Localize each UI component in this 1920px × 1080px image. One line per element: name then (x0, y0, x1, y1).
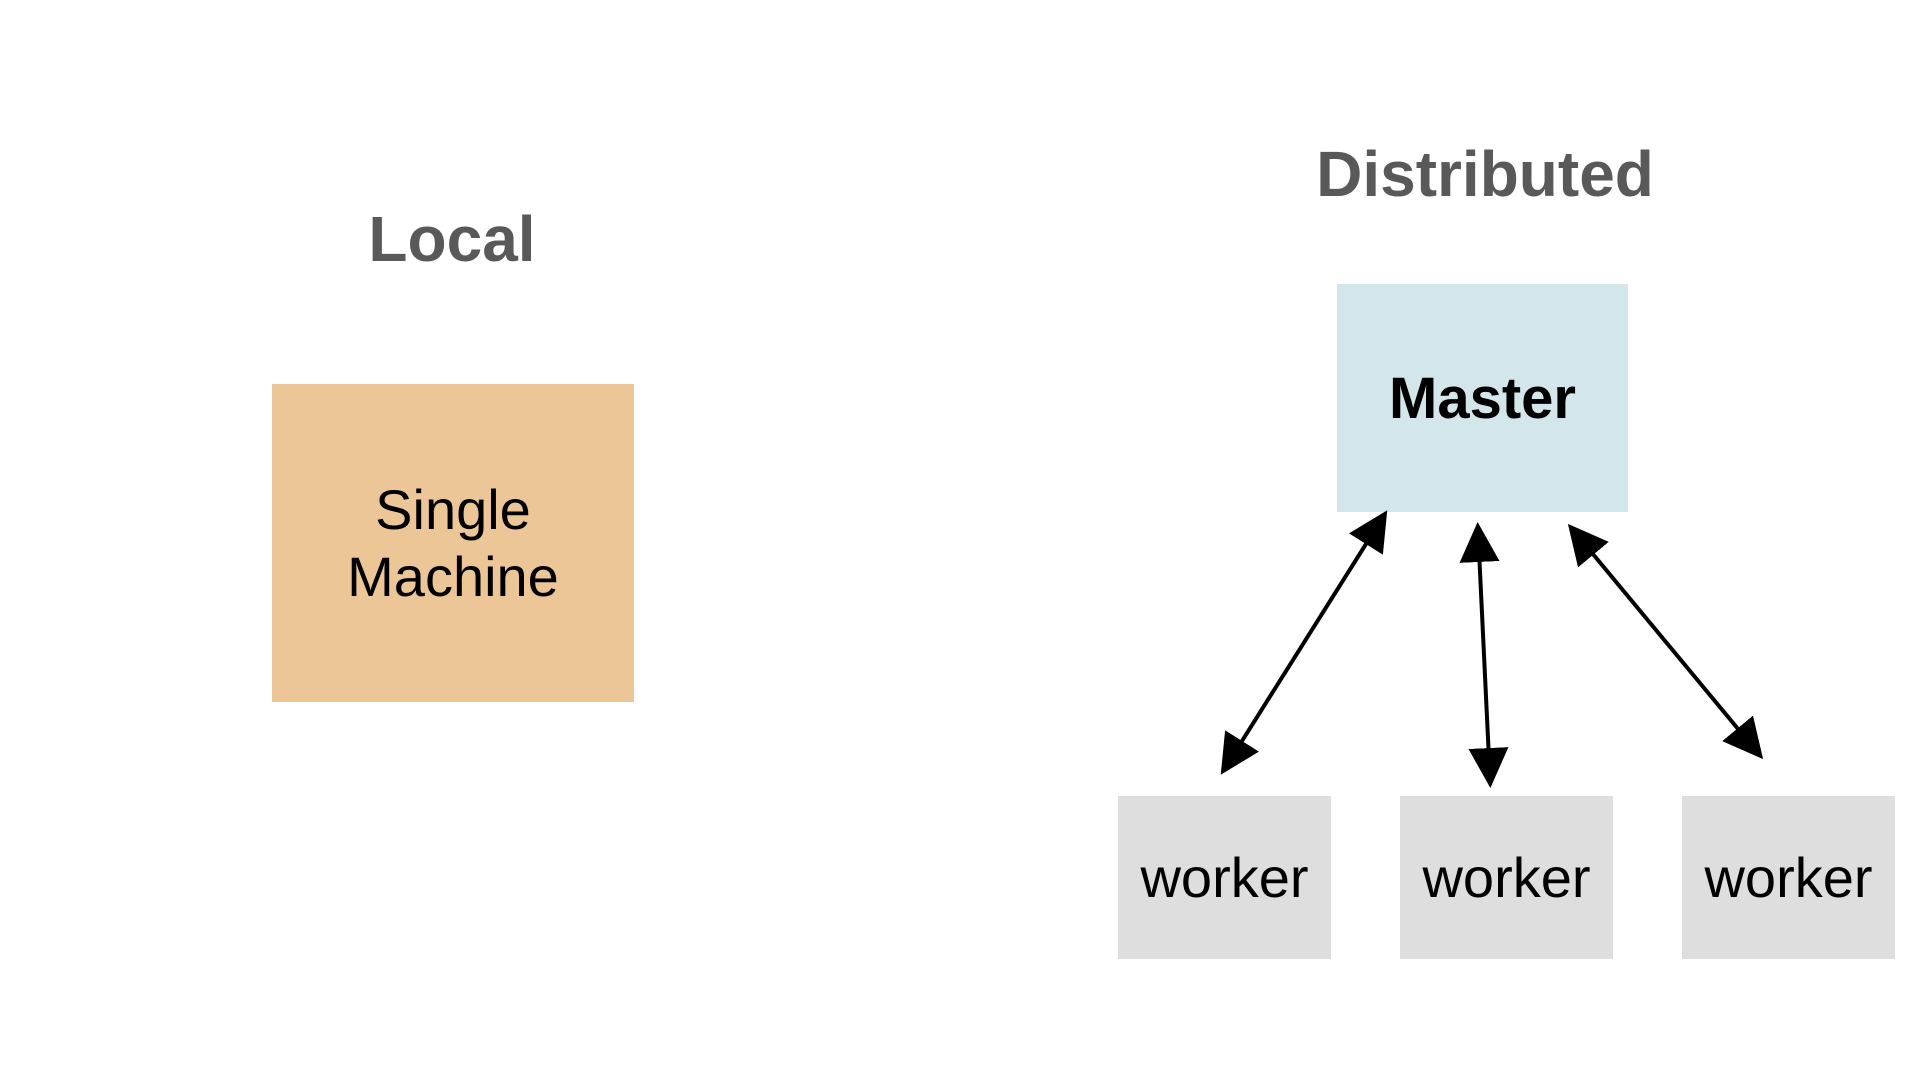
master-label: Master (1389, 365, 1576, 431)
single-machine-label: Single Machine (347, 476, 559, 610)
worker-label-2: worker (1422, 846, 1591, 909)
arrow-master-worker-1 (1220, 510, 1388, 775)
distributed-title: Distributed (1316, 138, 1654, 210)
single-machine-box: Single Machine (272, 384, 634, 702)
worker-box-1: worker (1118, 796, 1331, 959)
arrow-master-worker-3 (1567, 523, 1764, 760)
single-machine-label-line2: Machine (347, 545, 559, 608)
worker-box-2: worker (1400, 796, 1613, 959)
local-title: Local (368, 203, 536, 275)
master-box: Master (1337, 284, 1628, 512)
single-machine-label-line1: Single (375, 477, 531, 541)
arrow-master-worker-2 (1459, 522, 1509, 788)
worker-box-3: worker (1682, 796, 1895, 959)
worker-label-3: worker (1704, 846, 1873, 909)
worker-label-1: worker (1140, 846, 1309, 909)
